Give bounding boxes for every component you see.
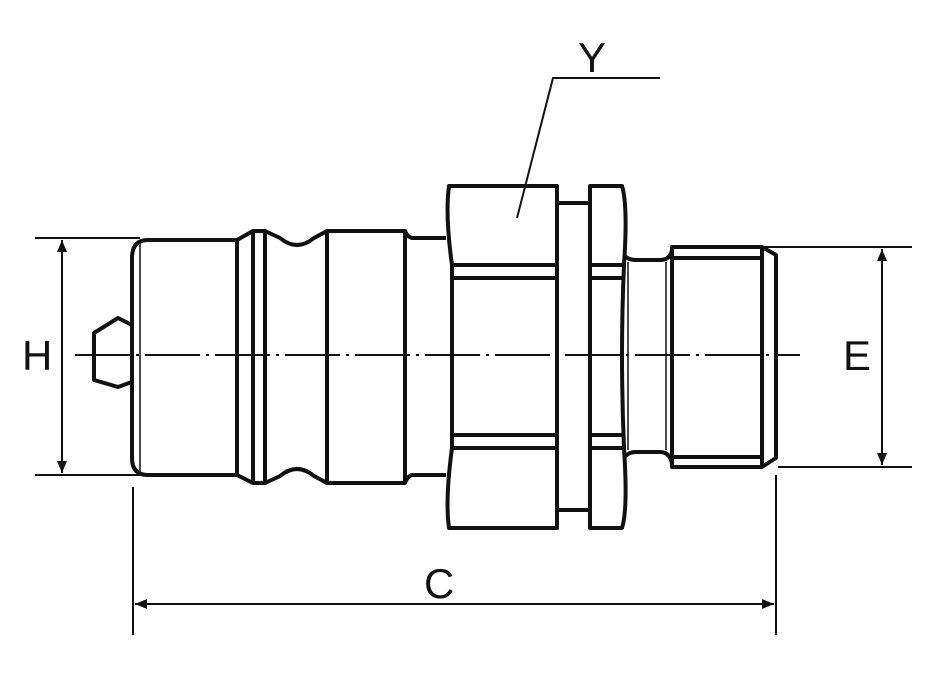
label-e: E — [843, 332, 871, 379]
leader-y: Y — [516, 34, 660, 219]
label-h: H — [22, 332, 52, 379]
lock-nut — [588, 184, 628, 530]
hex-nut — [445, 184, 559, 530]
dimension-c: C — [132, 475, 777, 635]
dimension-h: H — [22, 237, 140, 476]
label-c: C — [424, 560, 454, 607]
label-y: Y — [578, 34, 606, 81]
plug-body — [130, 229, 446, 485]
dimension-e: E — [765, 246, 912, 468]
valve-tip — [92, 316, 133, 389]
threaded-end — [622, 245, 778, 469]
